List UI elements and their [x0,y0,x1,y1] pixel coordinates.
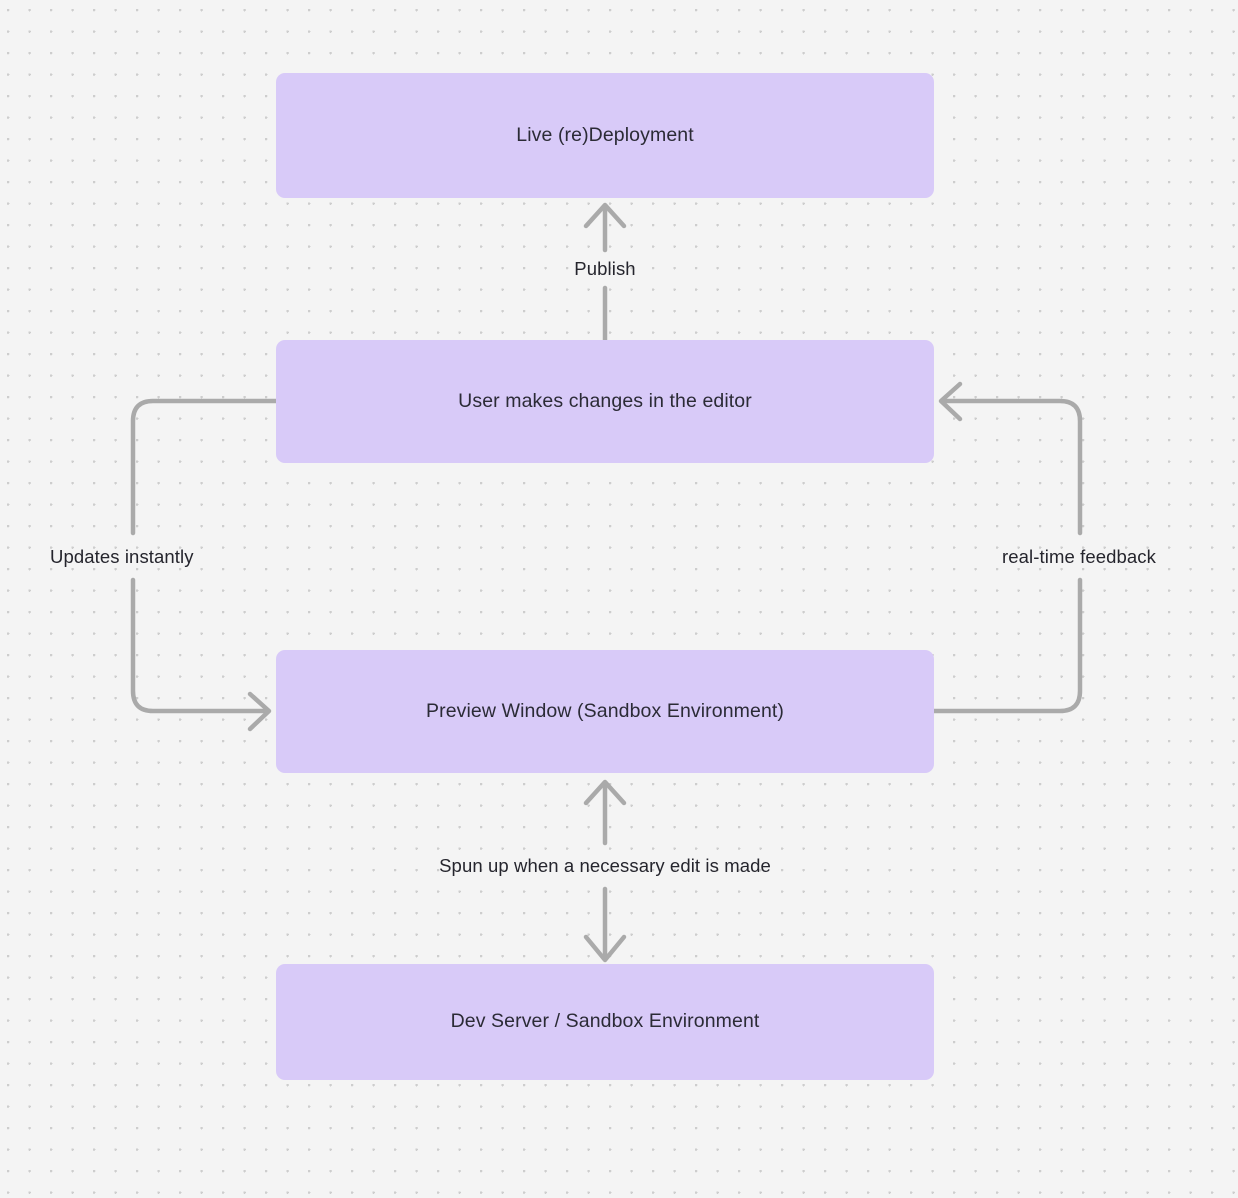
node-live-deployment-label: Live (re)Deployment [516,123,694,146]
node-user-edits[interactable]: User makes changes in the editor [276,340,934,463]
edge-label-publish: Publish [574,257,636,279]
node-dev-server[interactable]: Dev Server / Sandbox Environment [276,964,934,1080]
edge-spun-up-arrowhead-up [583,779,627,806]
edge-updates-instantly-lower-path [130,577,268,714]
edge-real-time-feedback-upper-path [942,398,1083,536]
node-preview-window[interactable]: Preview Window (Sandbox Environment) [276,650,934,773]
node-user-edits-label: User makes changes in the editor [458,389,752,412]
edge-updates-instantly-arrowhead-right [247,691,272,732]
edge-label-real-time-feedback: real-time feedback [1002,545,1156,567]
edge-label-spun-up: Spun up when a necessary edit is made [439,854,771,876]
node-preview-window-label: Preview Window (Sandbox Environment) [426,699,784,722]
edge-real-time-feedback-arrowhead-left [938,381,963,422]
node-live-deployment[interactable]: Live (re)Deployment [276,73,934,198]
edge-spun-up-arrowhead-down [583,934,627,963]
edge-real-time-feedback-lower-path [931,577,1083,714]
edge-updates-instantly-upper-path [130,398,279,536]
edge-label-updates-instantly: Updates instantly [50,545,194,567]
node-dev-server-label: Dev Server / Sandbox Environment [450,1010,760,1033]
edge-publish-arrowhead-up [583,202,627,229]
